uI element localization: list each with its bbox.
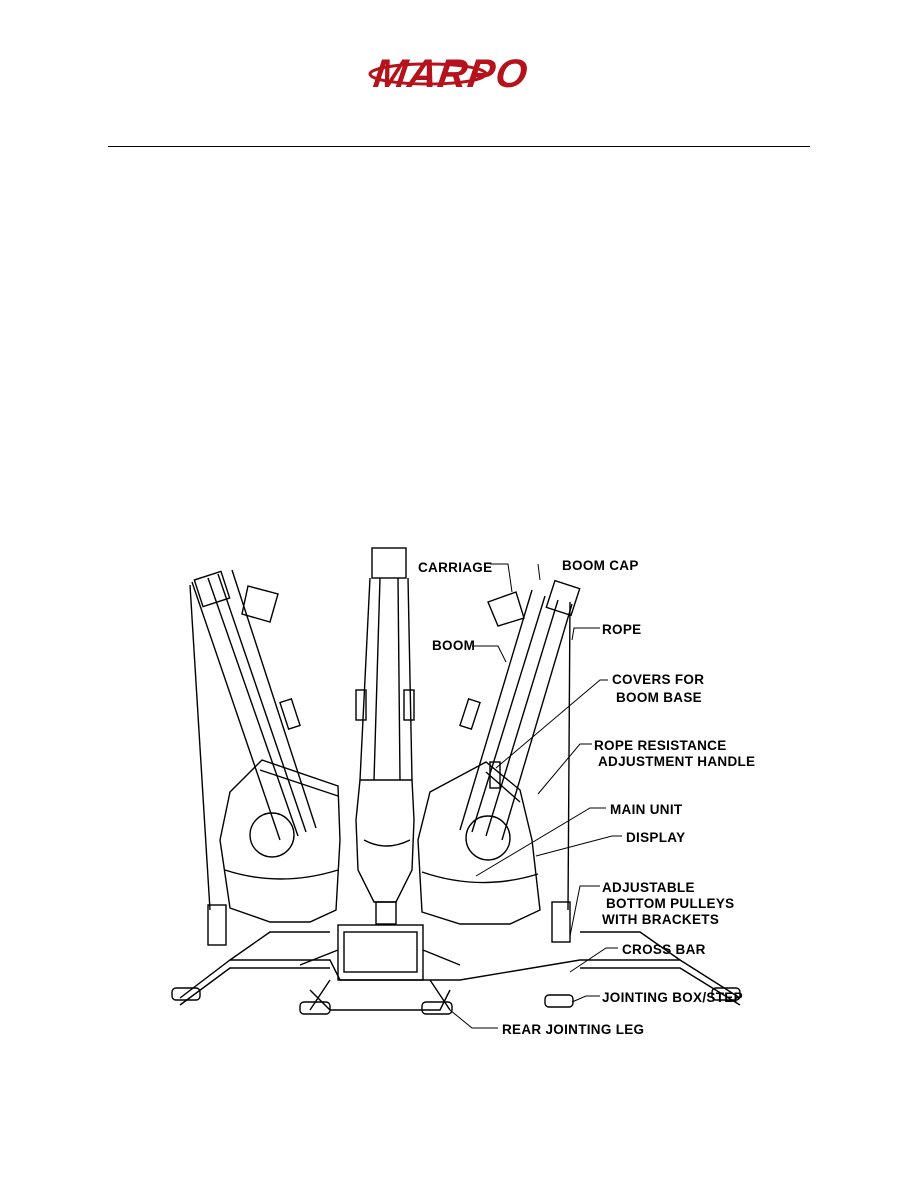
label-display: DISPLAY bbox=[626, 830, 686, 845]
base-frame bbox=[171, 924, 741, 1015]
label-boom: BOOM bbox=[432, 638, 476, 653]
machine-drawing bbox=[171, 547, 741, 1029]
rower-diagram: CARRIAGE BOOM CAP ROPE BOOM COVERS FOR B… bbox=[160, 540, 770, 1050]
marpo-logo: MARPO bbox=[368, 52, 552, 96]
label-resistance-line2: ADJUSTMENT HANDLE bbox=[598, 754, 756, 769]
label-rear-jointing-leg: REAR JOINTING LEG bbox=[502, 1022, 645, 1037]
label-covers-line1: COVERS FOR bbox=[612, 672, 705, 687]
label-jointing-box: JOINTING BOX/STEP bbox=[602, 990, 743, 1005]
label-resistance-line1: ROPE RESISTANCE bbox=[594, 738, 727, 753]
label-cross-bar: CROSS BAR bbox=[622, 942, 706, 957]
label-boom-cap: BOOM CAP bbox=[562, 558, 639, 573]
leader-lines bbox=[449, 563, 622, 1029]
logo-wordmark: MARPO bbox=[370, 52, 531, 96]
label-pulleys-line3: WITH BRACKETS bbox=[602, 912, 720, 927]
label-covers-line2: BOOM BASE bbox=[616, 690, 702, 705]
header-rule bbox=[108, 146, 810, 147]
label-main-unit: MAIN UNIT bbox=[610, 802, 683, 817]
label-pulleys-line1: ADJUSTABLE bbox=[602, 880, 695, 895]
label-rope: ROPE bbox=[602, 622, 642, 637]
logo-swoosh bbox=[368, 62, 488, 86]
left-rower-unit bbox=[189, 569, 341, 946]
center-rower-unit bbox=[355, 547, 415, 925]
label-pulleys-line2: BOTTOM PULLEYS bbox=[606, 896, 735, 911]
right-rower-unit bbox=[417, 579, 581, 943]
label-carriage: CARRIAGE bbox=[418, 560, 493, 575]
